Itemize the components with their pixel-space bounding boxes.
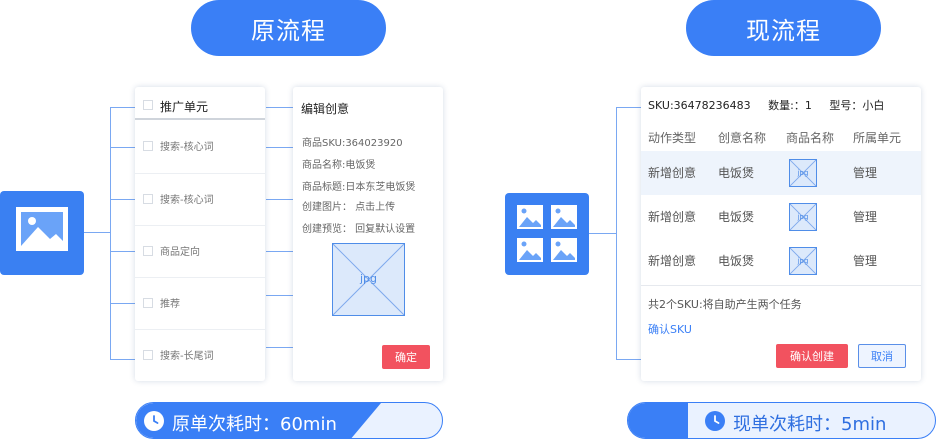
old-time-badge: 原单次耗时：60min xyxy=(135,402,443,439)
preview-field[interactable]: 创建预览： 回复默认设置 xyxy=(302,224,416,235)
sku-field: 商品SKU:364023920 xyxy=(302,138,403,149)
column-header: 动作类型 xyxy=(648,131,697,145)
unit-label: 搜索-长尾词 xyxy=(160,351,214,362)
model-value: 型号：小白 xyxy=(829,99,885,112)
unit-label: 推荐 xyxy=(160,299,180,310)
table-divider xyxy=(641,285,921,286)
unit-header-label: 推广单元 xyxy=(160,100,209,114)
unit-checkbox[interactable] xyxy=(143,350,153,360)
unit-header-checkbox[interactable] xyxy=(143,100,153,110)
clock-icon xyxy=(705,411,725,431)
new-flow-header: 现流程 xyxy=(686,0,881,56)
column-header: 商品名称 xyxy=(786,131,835,145)
image-placeholder: jpg xyxy=(332,243,405,316)
action-cell: 新增创意 xyxy=(648,254,697,268)
confirm-create-button[interactable]: 确认创建 xyxy=(776,344,848,368)
sku-value: SKU:36478236483 xyxy=(648,99,751,112)
qty-value: 数量:：1 xyxy=(768,99,812,112)
column-header: 创意名称 xyxy=(718,131,767,145)
action-cell: 新增创意 xyxy=(648,166,697,180)
table-row[interactable]: 新增创意 电饭煲 jpg 管理 xyxy=(641,239,938,283)
confirm-sku-link[interactable]: 确认SKU xyxy=(648,323,692,336)
action-cell: 新增创意 xyxy=(648,210,697,224)
old-time-text: 原单次耗时：60min xyxy=(172,414,337,435)
cancel-button[interactable]: 取消 xyxy=(858,344,906,368)
unit-checkbox[interactable] xyxy=(143,194,153,204)
thumb-label: jpg xyxy=(797,169,809,177)
edit-creative-title: 编辑创意 xyxy=(301,102,350,116)
name-field: 商品名称:电饭煲 xyxy=(302,160,376,171)
unit-label: 搜索-核心词 xyxy=(160,142,214,153)
unit-cell: 管理 xyxy=(853,166,878,180)
unit-row[interactable]: 搜索-核心词 xyxy=(135,121,265,173)
unit-list-header: 推广单元 xyxy=(135,87,265,120)
thumb-label: jpg xyxy=(797,257,809,265)
image-tile xyxy=(0,191,84,275)
image-grid-tile xyxy=(505,193,589,275)
task-card: SKU:36478236483 数量:：1 型号：小白 动作类型 创意名称 商品… xyxy=(641,87,921,381)
image-placeholder-label: jpg xyxy=(359,272,378,285)
clock-icon xyxy=(144,411,164,431)
image-grid-icon xyxy=(517,205,577,262)
creative-name-cell: 电饭煲 xyxy=(718,210,755,224)
title-field: 商品标题:日本东芝电饭煲 xyxy=(302,182,416,193)
product-thumb: jpg xyxy=(789,247,817,275)
new-time-text: 现单次耗时：5min xyxy=(733,414,887,435)
summary-text: 共2个SKU:将自助产生两个任务 xyxy=(648,298,802,311)
unit-row[interactable]: 搜索-长尾词 xyxy=(135,329,265,381)
thumb-label: jpg xyxy=(797,213,809,221)
column-header: 所属单元 xyxy=(853,131,902,145)
table-row[interactable]: 新增创意 电饭煲 jpg 管理 xyxy=(641,151,921,195)
old-flow-header: 原流程 xyxy=(191,0,386,56)
upload-image-field[interactable]: 创建图片： 点击上传 xyxy=(302,202,396,213)
unit-cell: 管理 xyxy=(853,210,878,224)
unit-list-card: 推广单元 搜索-核心词 搜索-核心词 商品定向 推荐 搜索-长尾词 xyxy=(135,87,265,381)
product-thumb: jpg xyxy=(789,203,817,231)
sku-line: SKU:36478236483 数量:：1 型号：小白 xyxy=(648,97,884,113)
unit-row[interactable]: 商品定向 xyxy=(135,225,265,277)
unit-row[interactable]: 推荐 xyxy=(135,277,265,329)
unit-checkbox[interactable] xyxy=(143,298,153,308)
unit-checkbox[interactable] xyxy=(143,246,153,256)
unit-label: 搜索-核心词 xyxy=(160,195,214,206)
unit-row[interactable]: 搜索-核心词 xyxy=(135,173,265,225)
table-row[interactable]: 新增创意 电饭煲 jpg 管理 xyxy=(641,195,938,239)
unit-checkbox[interactable] xyxy=(143,141,153,151)
image-icon xyxy=(16,207,68,251)
product-thumb: jpg xyxy=(789,159,817,187)
unit-cell: 管理 xyxy=(853,254,878,268)
table-header: 动作类型 创意名称 商品名称 所属单元 xyxy=(641,125,921,149)
unit-label: 商品定向 xyxy=(160,247,200,258)
confirm-button[interactable]: 确定 xyxy=(382,345,430,369)
creative-name-cell: 电饭煲 xyxy=(718,166,755,180)
new-time-badge: 现单次耗时：5min xyxy=(627,402,936,439)
edit-creative-card: 编辑创意 商品SKU:364023920 商品名称:电饭煲 商品标题:日本东芝电… xyxy=(293,87,443,381)
creative-name-cell: 电饭煲 xyxy=(718,254,755,268)
